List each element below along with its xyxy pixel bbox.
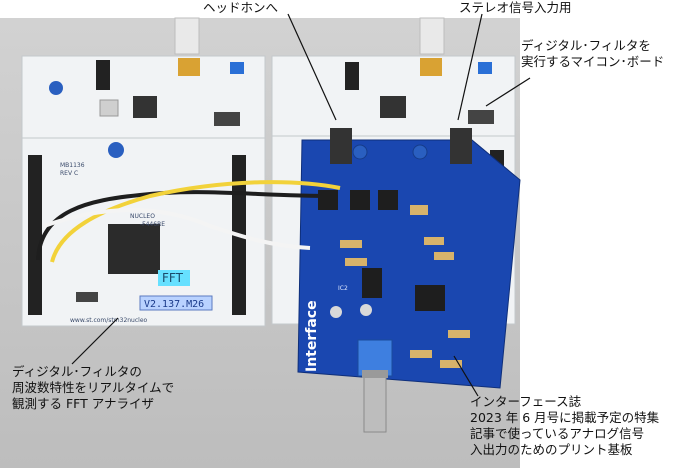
callout-interface-line-2: 2023 年 6 月号に掲載予定の特集 xyxy=(470,410,660,425)
mb-code-label: MB1136 xyxy=(60,162,85,169)
leader-headphone xyxy=(287,13,337,121)
ic2-label: IC2 xyxy=(338,285,348,292)
rev-label: REV C xyxy=(60,170,78,177)
callout-interface-line-4: 入出力のためのプリント基板 xyxy=(470,442,633,457)
wire-white xyxy=(43,208,311,250)
brand-label: Interface xyxy=(304,300,320,372)
wire-yellow xyxy=(50,180,341,263)
leader-fft xyxy=(71,317,119,365)
nucleo-label: NUCLEO xyxy=(130,213,155,220)
callout-fft-line-1: ディジタル･フィルタの xyxy=(12,364,142,379)
callout-stereo-input: ステレオ信号入力用 xyxy=(459,0,572,15)
callout-interface-line-3: 記事で使っているアナログ信号 xyxy=(470,426,645,441)
callout-interface-line-1: インターフェース誌 xyxy=(470,394,582,409)
callout-interface-board: インターフェース誌 2023 年 6 月号に掲載予定の特集 記事で使っているアナ… xyxy=(470,394,659,458)
usb-cable-left xyxy=(174,17,200,55)
nucleo-model-label: -F446RE xyxy=(140,221,165,228)
callout-filter-line-2: 実行するマイコン･ボード xyxy=(521,54,665,69)
leader-filter-board xyxy=(485,77,531,107)
callout-filter-line-1: ディジタル･フィルタを xyxy=(521,38,651,53)
usb-cable-right xyxy=(419,17,445,55)
interface-shield-pcb: IC2 Interface xyxy=(297,128,521,389)
callout-fft-analyzer: ディジタル･フィルタの 周波数特性をリアルタイムで 観測する FFT アナライザ xyxy=(12,364,174,412)
version-label: V2.137.M26 xyxy=(144,299,204,310)
leader-stereo xyxy=(457,13,483,121)
callout-headphone: ヘッドホンへ xyxy=(203,0,279,15)
leader-interface xyxy=(453,355,479,397)
callout-fft-line-2: 周波数特性をリアルタイムで xyxy=(12,380,175,395)
potentiometer xyxy=(357,339,393,433)
callout-filter-board: ディジタル･フィルタを 実行するマイコン･ボード xyxy=(521,38,664,70)
url-label: www.st.com/stm32nucleo xyxy=(70,317,148,324)
callout-fft-line-3: 観測する FFT アナライザ xyxy=(12,396,154,411)
fft-label: FFT xyxy=(162,271,184,285)
